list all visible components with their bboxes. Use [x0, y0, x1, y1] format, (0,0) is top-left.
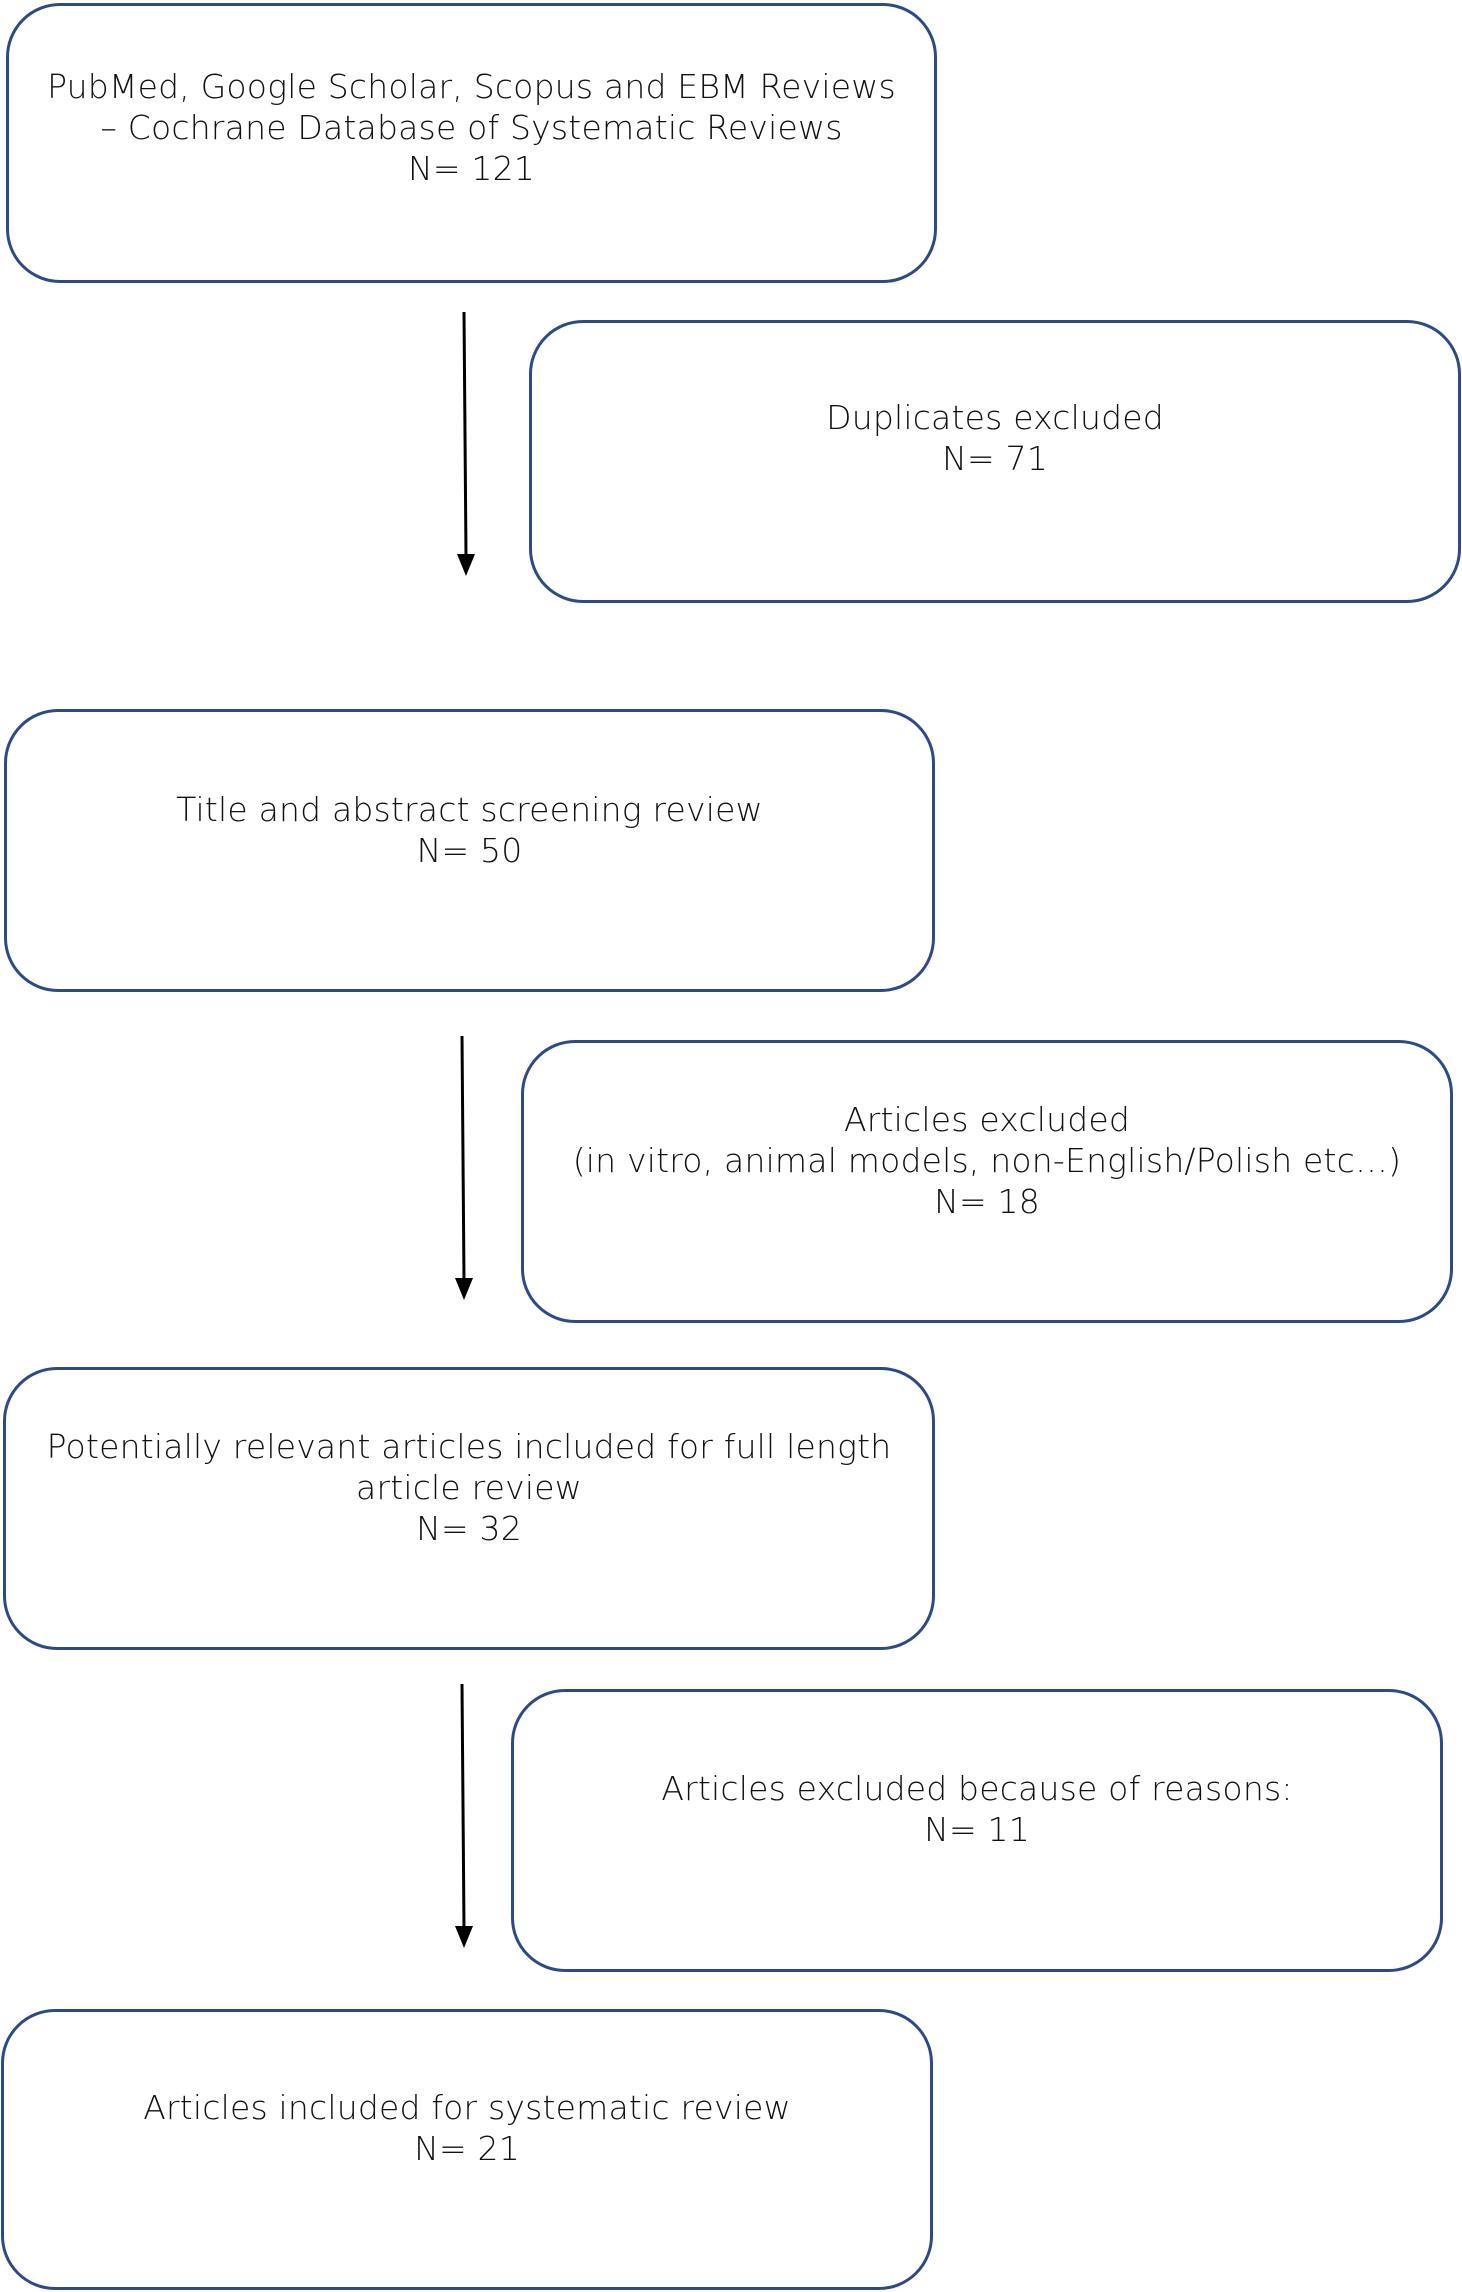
flow-box-full-text-line-2: article review — [356, 1468, 582, 1507]
flow-box-full-text-line-1: Potentially relevant articles included f… — [46, 1427, 892, 1466]
flow-box-screening: Title and abstract screening review N= 5… — [4, 709, 935, 992]
flow-box-sources-line-2: – Cochrane Database of Systematic Review… — [100, 107, 843, 147]
flow-box-excluded-for-reasons: Articles excluded because of reasons: N=… — [511, 1689, 1443, 1972]
flow-box-excluded-1-count: N= 18 — [934, 1182, 1040, 1221]
flow-box-excluded-1-text: Articles excluded (in vitro, animal mode… — [573, 1099, 1402, 1222]
flow-box-duplicates-text: Duplicates excluded N= 71 — [826, 397, 1164, 479]
flow-box-screening-text: Title and abstract screening review N= 5… — [176, 789, 763, 871]
flow-box-included-text: Articles included for systematic review … — [143, 2087, 791, 2169]
flow-box-included: Articles included for systematic review … — [1, 2009, 933, 2290]
flow-box-duplicates-excluded: Duplicates excluded N= 71 — [529, 320, 1461, 603]
flow-box-excluded-2-text: Articles excluded because of reasons: N=… — [661, 1768, 1292, 1850]
flow-arrow-1 — [453, 311, 477, 577]
flow-box-screening-count: N= 50 — [416, 830, 523, 870]
flow-box-excluded-1-label: Articles excluded — [843, 1100, 1131, 1139]
flow-arrow-2 — [451, 1035, 475, 1301]
flow-box-duplicates-count: N= 71 — [942, 438, 1048, 478]
flow-box-excluded-1-reasons: (in vitro, animal models, non-English/Po… — [572, 1141, 1402, 1180]
flow-box-included-label: Articles included for systematic review — [143, 2087, 791, 2127]
flow-box-sources-line-1: PubMed, Google Scholar, Scopus and EBM R… — [47, 66, 896, 106]
flow-box-full-text-count: N= 32 — [416, 1509, 522, 1548]
flow-box-excluded-2-label: Articles excluded because of reasons: — [661, 1768, 1293, 1808]
flow-box-articles-excluded: Articles excluded (in vitro, animal mode… — [521, 1040, 1453, 1323]
flow-box-screening-label: Title and abstract screening review — [176, 789, 763, 829]
flow-box-full-length-review: Potentially relevant articles included f… — [3, 1367, 935, 1650]
flow-arrow-3 — [451, 1683, 475, 1949]
flow-box-excluded-2-count: N= 11 — [924, 1809, 1030, 1849]
flow-box-sources: PubMed, Google Scholar, Scopus and EBM R… — [6, 3, 937, 283]
flow-box-duplicates-label: Duplicates excluded — [826, 397, 1164, 437]
flow-box-full-text-text: Potentially relevant articles included f… — [47, 1426, 892, 1549]
flow-box-included-count: N= 21 — [414, 2128, 520, 2168]
flow-box-sources-count: N= 121 — [407, 148, 535, 188]
flow-box-sources-text: PubMed, Google Scholar, Scopus and EBM R… — [47, 66, 896, 189]
